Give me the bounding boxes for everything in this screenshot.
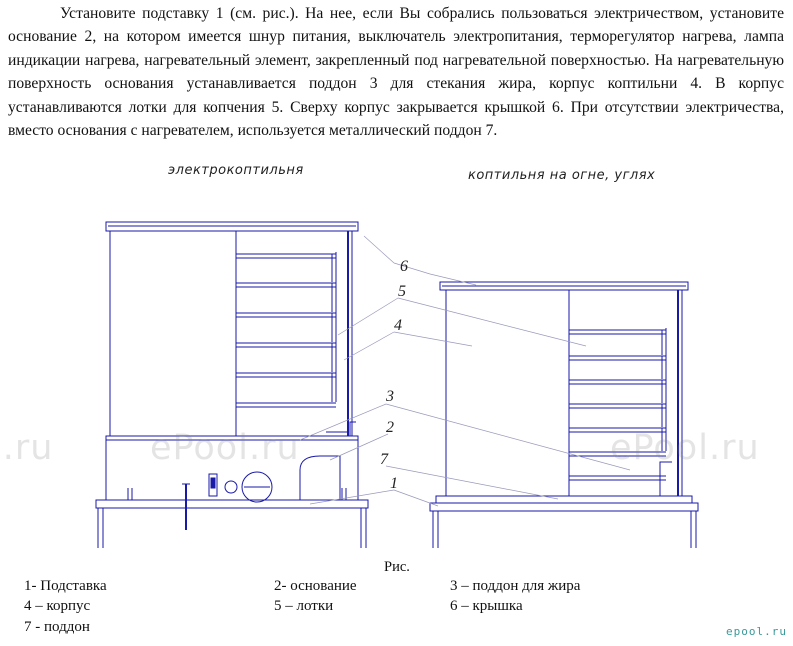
metal-pan: [435, 495, 693, 504]
legend-item-4: 4 – корпус: [24, 598, 91, 614]
callout-6: 6: [400, 258, 408, 275]
assembly-diagram: 6 5 4 3 2 7 1: [95, 221, 699, 548]
instruction-paragraph: Установите подставку 1 (см. рис.). На не…: [8, 5, 784, 140]
watermark-right: ePool.ru: [610, 428, 760, 468]
legend-item-6: 6 – крышка: [450, 598, 523, 614]
trays-right: [569, 328, 667, 481]
legend-item-2: 2- основание: [274, 578, 357, 594]
stand-right: [429, 502, 699, 512]
site-logo[interactable]: epool.ru: [726, 625, 787, 638]
leader-lines: [299, 235, 631, 507]
watermark-left: l.ru: [0, 428, 54, 468]
callout-3: 3: [385, 388, 394, 405]
callout-2: 2: [386, 419, 394, 436]
watermark-mid: ePool.ru: [150, 428, 300, 468]
legend-item-7: 7 - поддон: [24, 619, 90, 635]
legend-item-3: 3 – поддон для жира: [450, 578, 581, 594]
indicator-lamp: [224, 480, 238, 494]
electric-smoker-drawing: [95, 221, 369, 548]
callout-7: 7: [380, 451, 389, 468]
callout-1: 1: [390, 475, 398, 492]
power-switch: [208, 473, 218, 497]
legend-item-5: 5 – лотки: [274, 598, 334, 614]
electric-smoker-title: электрокоптильня: [168, 163, 304, 178]
trays-left: [236, 252, 337, 408]
callout-5: 5: [398, 283, 406, 300]
thermostat-knob: [241, 471, 273, 503]
lid-right: [439, 281, 689, 291]
figure-caption: Рис.: [384, 559, 410, 575]
fire-smoker-drawing: [429, 281, 699, 548]
legend-item-1: 1- Подставка: [24, 578, 107, 594]
fire-smoker-title: коптильня на огне, углях: [468, 168, 656, 183]
lid-left: [105, 221, 359, 232]
stand-left: [95, 499, 369, 509]
callout-4: 4: [394, 317, 402, 334]
